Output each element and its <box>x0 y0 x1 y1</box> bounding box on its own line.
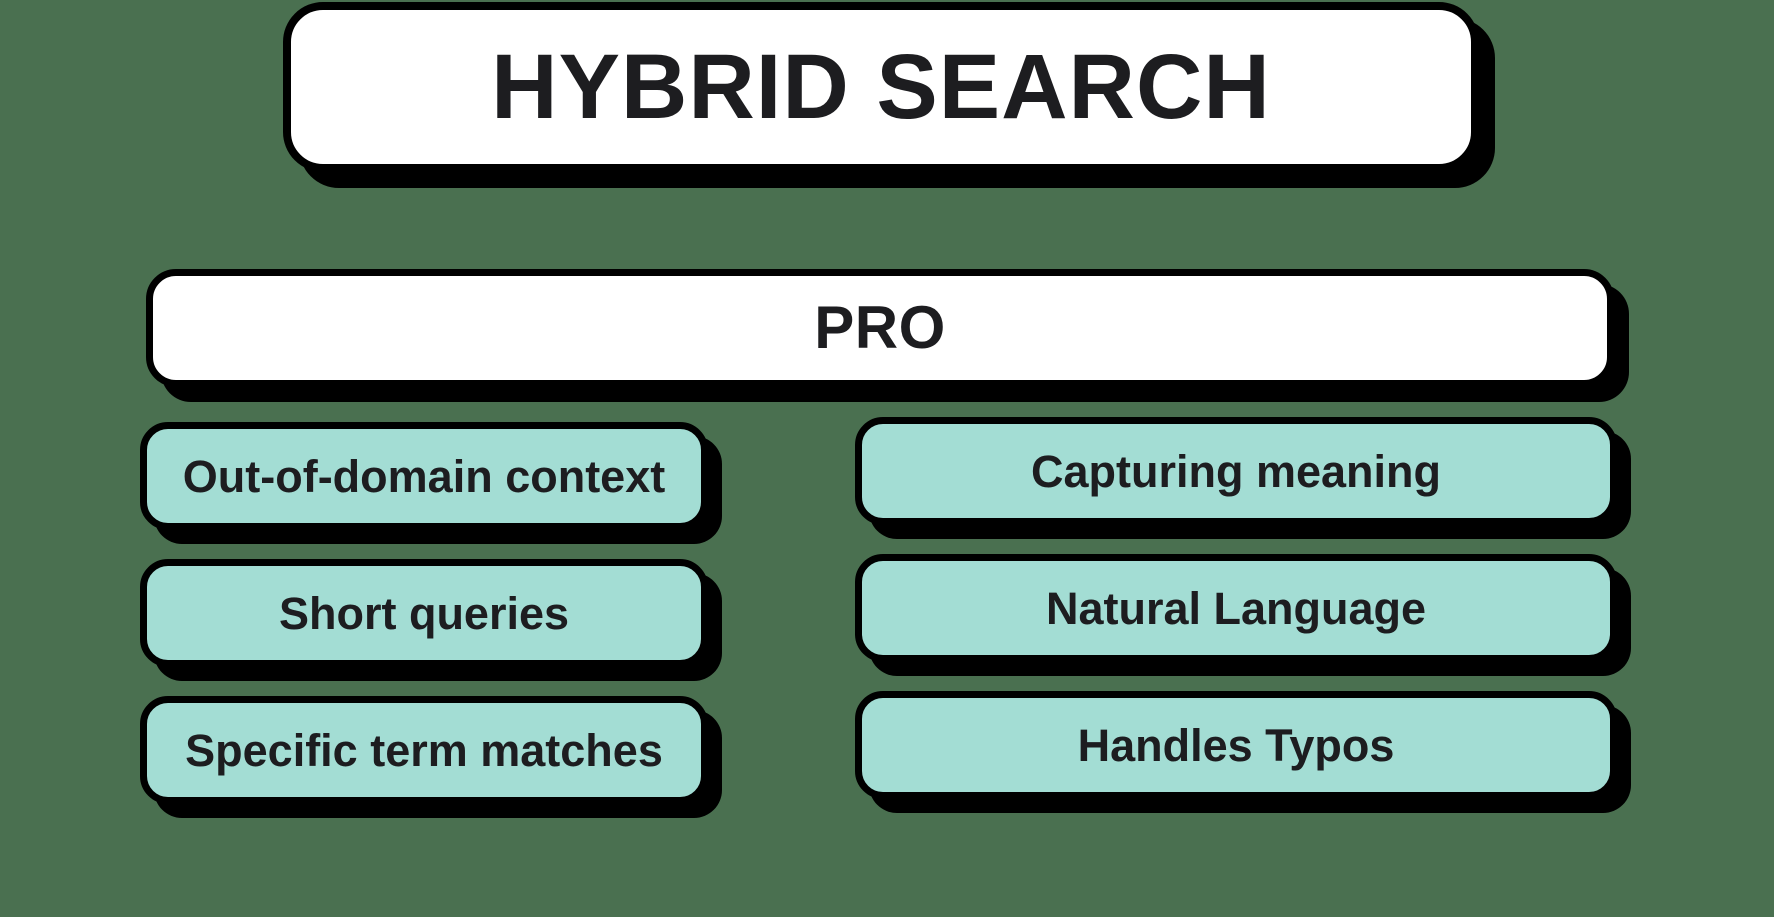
page-title: HYBRID SEARCH <box>491 36 1271 138</box>
list-item-label: Handles Typos <box>1077 719 1395 771</box>
section-header-card-pro: PRO <box>146 269 1614 387</box>
list-item-handles-typos[interactable]: Handles Typos <box>855 691 1617 799</box>
list-item-label: Out-of-domain context <box>182 450 666 502</box>
page-title-card: HYBRID SEARCH <box>283 2 1479 172</box>
list-item-capturing-meaning[interactable]: Capturing meaning <box>855 417 1617 525</box>
list-item-label: Short queries <box>278 587 570 639</box>
list-item-short-queries[interactable]: Short queries <box>140 559 708 667</box>
list-item-specific-term-matches[interactable]: Specific term matches <box>140 696 708 804</box>
section-header-label: PRO <box>814 294 946 361</box>
list-item-out-of-domain-context[interactable]: Out-of-domain context <box>140 422 708 530</box>
list-item-label: Capturing meaning <box>1030 445 1441 497</box>
list-item-label: Specific term matches <box>185 724 663 776</box>
list-item-natural-language[interactable]: Natural Language <box>855 554 1617 662</box>
list-item-label: Natural Language <box>1045 582 1427 634</box>
